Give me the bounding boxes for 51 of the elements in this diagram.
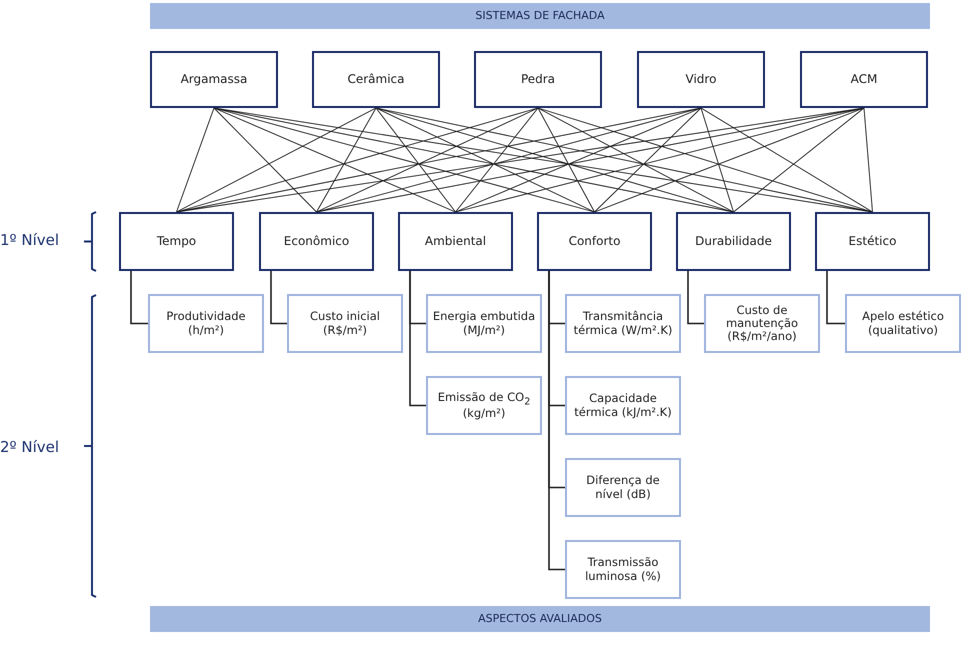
category-box: Estético (815, 212, 930, 271)
connector-line (176, 108, 538, 212)
category-box: Pedra (474, 51, 602, 108)
category-box: Ambiental (398, 212, 513, 271)
level-label: 2º Nível (0, 438, 60, 456)
connector-line (864, 108, 873, 212)
connector-line (687, 271, 704, 324)
criterion-box: Transmissão luminosa (%) (565, 540, 681, 599)
category-box: Durabilidade (676, 212, 791, 271)
connector-line (176, 108, 214, 212)
connector-line (700, 108, 873, 212)
connector-line (270, 271, 287, 324)
criterion-box: Custo inicial (R$/m²) (287, 294, 403, 353)
connector-line (538, 108, 873, 212)
criterion-box: Capacidade térmica (kJ/m².K) (565, 376, 681, 435)
connector-line (376, 108, 456, 212)
connector-line (548, 271, 565, 570)
criterion-box: Diferença de nível (dB) (565, 458, 681, 517)
connector-line (826, 271, 845, 324)
criterion-box: Custo de manutenção (R$/m²/ano) (704, 294, 820, 353)
connector-line (733, 108, 864, 212)
connector-line (538, 108, 595, 212)
category-box: Tempo (119, 212, 234, 271)
category-box: Conforto (537, 212, 652, 271)
category-box: Vidro (637, 51, 765, 108)
criterion-box: Emissão de CO$_{2}$ (kg/m²) (426, 376, 542, 435)
connector-line (538, 108, 734, 212)
criterion-box: Produtividade (h/m²) (148, 294, 264, 353)
header-band: ASPECTOS AVALIADOS (150, 606, 930, 632)
criterion-box: Apelo estético (qualitativo) (845, 294, 961, 353)
connector-line (409, 271, 426, 406)
connector-line (130, 271, 148, 324)
connector-line (455, 108, 702, 212)
level-label: 1º Nível (0, 231, 60, 249)
connector-line (455, 108, 538, 212)
category-box: Argamassa (150, 51, 278, 108)
connector-line (214, 108, 456, 212)
category-box: ACM (800, 51, 928, 108)
connector-line (594, 108, 702, 212)
connector-line (594, 108, 864, 212)
connector-line (176, 108, 376, 212)
criterion-box: Energia embutida (MJ/m²) (426, 294, 542, 353)
connector-line (316, 108, 538, 212)
criterion-box: Transmitância térmica (W/m².K) (565, 294, 681, 353)
connector-line (700, 108, 734, 212)
connector-line (214, 108, 317, 212)
connector-line (376, 108, 595, 212)
header-band: SISTEMAS DE FACHADA (150, 3, 930, 29)
category-box: Econômico (259, 212, 374, 271)
connector-line (316, 108, 376, 212)
category-box: Cerâmica (312, 51, 440, 108)
